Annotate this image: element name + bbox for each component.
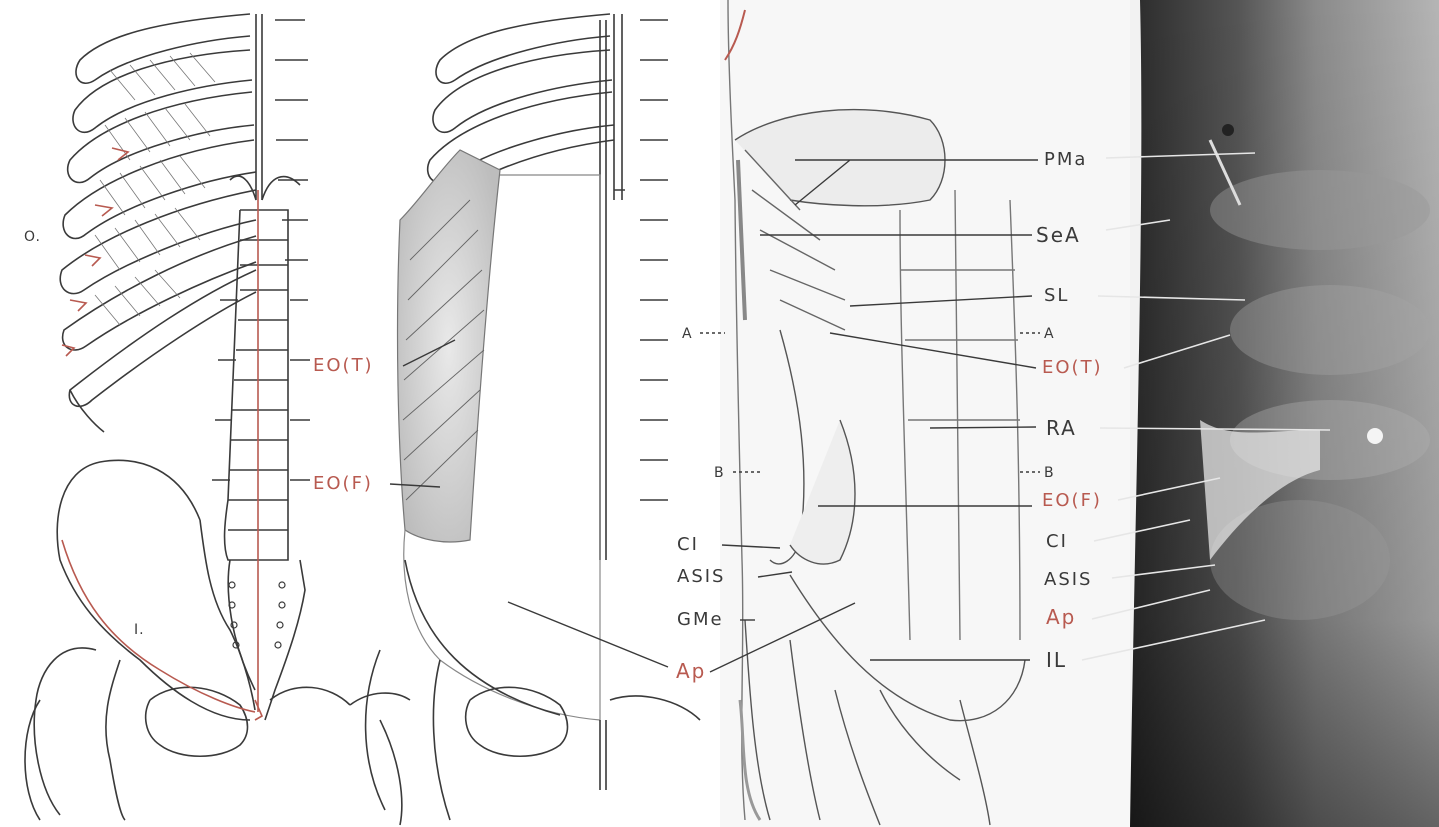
label-o: O. [24,227,41,247]
rib-4 [63,140,256,238]
rib-1 [76,14,250,83]
label-pma: PMa [1044,150,1087,170]
skeleton-panel [25,14,410,825]
label-sea: SeA [1036,225,1081,245]
label-ra: RA [1046,418,1077,438]
photograph-panel [1130,0,1439,827]
torso-drawing-panel [720,0,1130,827]
label-eo-f-panel3: EO(F) [1042,491,1102,511]
rib-6 [63,236,256,350]
label-a-left: A [682,324,693,344]
vertebral-column [212,210,310,560]
label-gme: GMe [677,610,724,630]
label-eo-f-panel2: EO(F) [313,474,373,494]
label-ap-panel2: Ap [676,661,706,681]
label-i: I. [134,620,145,640]
pelvis [25,460,410,825]
muscle-panel [366,14,700,820]
rib-8 [70,390,104,432]
rib-3 [68,92,254,183]
iliac-crest-red [62,540,255,712]
label-il: IL [1046,650,1067,670]
label-a-right: A [1044,324,1055,344]
label-b-left: B [714,463,725,483]
label-ci-right: CI [1046,532,1068,552]
label-ap-panel3: Ap [1046,607,1076,627]
label-eo-t-panel3: EO(T) [1042,358,1103,378]
label-sl: SL [1044,286,1069,306]
external-oblique-muscle [398,150,500,542]
label-b-right: B [1044,463,1055,483]
rib-2 [73,50,252,132]
label-asis-right: ASIS [1044,570,1092,590]
label-ci-left: CI [677,535,699,555]
label-asis-left: ASIS [677,567,725,587]
rib-5 [60,190,256,294]
label-eo-t-panel2: EO(T) [313,356,374,376]
